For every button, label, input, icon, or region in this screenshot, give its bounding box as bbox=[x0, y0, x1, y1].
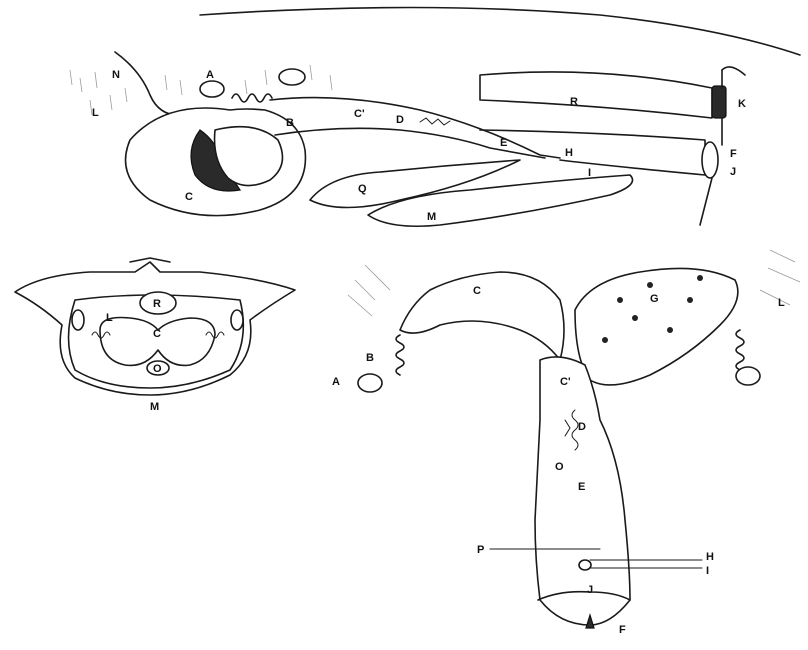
label-top-i: I bbox=[588, 167, 591, 179]
label-top-h: H bbox=[565, 147, 573, 159]
label-top-b: B bbox=[286, 117, 294, 129]
label-dorsal-p: P bbox=[477, 544, 484, 556]
label-dorsal-j: J bbox=[587, 584, 593, 596]
label-cross-m: M bbox=[150, 401, 159, 413]
label-dorsal-l: L bbox=[778, 297, 785, 309]
label-cross-r: R bbox=[153, 298, 161, 310]
label-cross-l: L bbox=[106, 312, 113, 324]
label-dorsal-c: C bbox=[473, 285, 481, 297]
label-dorsal-a: A bbox=[332, 376, 340, 388]
lateral-view-drawing bbox=[70, 8, 800, 227]
label-dorsal-g: G bbox=[650, 293, 659, 305]
label-top-n: N bbox=[112, 69, 120, 81]
dorsal-view-drawing bbox=[348, 250, 800, 628]
label-dorsal-d: D bbox=[578, 421, 586, 433]
label-top-j: J bbox=[730, 166, 736, 178]
label-cross-c: C bbox=[153, 328, 161, 340]
label-top-a: A bbox=[206, 69, 214, 81]
label-top-f: F bbox=[730, 148, 737, 160]
label-dorsal-b: B bbox=[366, 352, 374, 364]
label-dorsal-h: H bbox=[706, 551, 714, 563]
label-top-c-prime: C' bbox=[354, 108, 365, 120]
label-top-m: M bbox=[427, 211, 436, 223]
label-top-l: L bbox=[92, 107, 99, 119]
label-dorsal-f: F bbox=[619, 624, 626, 636]
label-top-k: K bbox=[738, 98, 746, 110]
label-dorsal-e: E bbox=[578, 481, 585, 493]
label-top-e: E bbox=[500, 137, 507, 149]
label-top-r: R bbox=[570, 96, 578, 108]
label-cross-o: O bbox=[153, 363, 162, 375]
label-dorsal-i: I bbox=[706, 565, 709, 577]
label-top-q: Q bbox=[358, 183, 367, 195]
label-dorsal-o: O bbox=[555, 461, 564, 473]
label-dorsal-c-prime: C' bbox=[560, 376, 571, 388]
label-top-d: D bbox=[396, 114, 404, 126]
label-top-c: C bbox=[185, 191, 193, 203]
